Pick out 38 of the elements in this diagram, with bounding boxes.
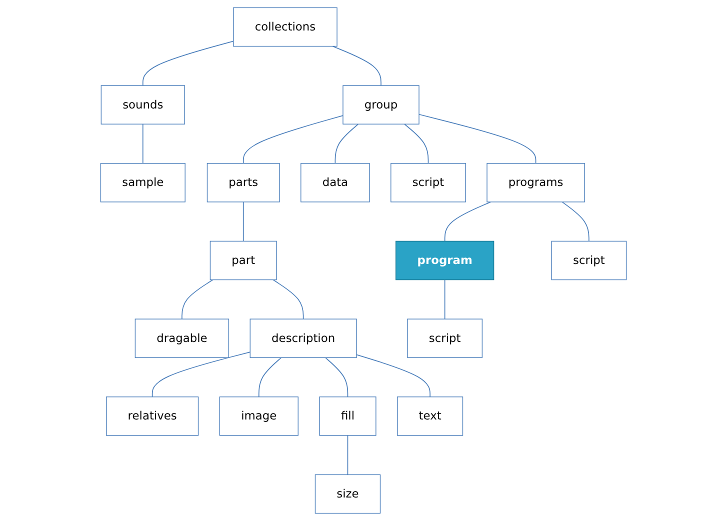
connector [258, 357, 282, 398]
node-box [219, 396, 298, 436]
connector [444, 202, 492, 242]
connector [242, 202, 244, 242]
node-box [106, 396, 199, 436]
node-box [407, 318, 483, 358]
connector [142, 124, 144, 164]
node-box [233, 7, 338, 47]
node-box [486, 163, 585, 202]
connector [334, 124, 359, 164]
node-box [210, 240, 277, 280]
node-box [100, 163, 186, 202]
node-box [319, 396, 376, 436]
connector [562, 202, 590, 242]
connector [242, 115, 344, 164]
connector [332, 46, 382, 86]
node-box [100, 85, 185, 124]
node-box [396, 240, 494, 280]
connector [444, 279, 446, 320]
node-box [314, 474, 381, 514]
connector [356, 354, 430, 398]
connector [347, 435, 348, 476]
node-box [300, 163, 370, 202]
node-box [250, 318, 357, 358]
node-box [206, 163, 280, 202]
connector [152, 352, 251, 398]
connector [182, 279, 214, 320]
connector [418, 114, 536, 164]
node-box [551, 240, 627, 280]
tree-diagram: collections sounds group sample parts data script programs part program script dragable description script relatives image fill text size [95, 2, 632, 519]
connector [142, 40, 234, 86]
node-box [134, 318, 230, 358]
connector [272, 279, 304, 320]
connector [324, 357, 348, 398]
node-box [390, 163, 466, 202]
node-box [342, 85, 420, 124]
node-box [397, 396, 464, 436]
connector [404, 124, 429, 164]
